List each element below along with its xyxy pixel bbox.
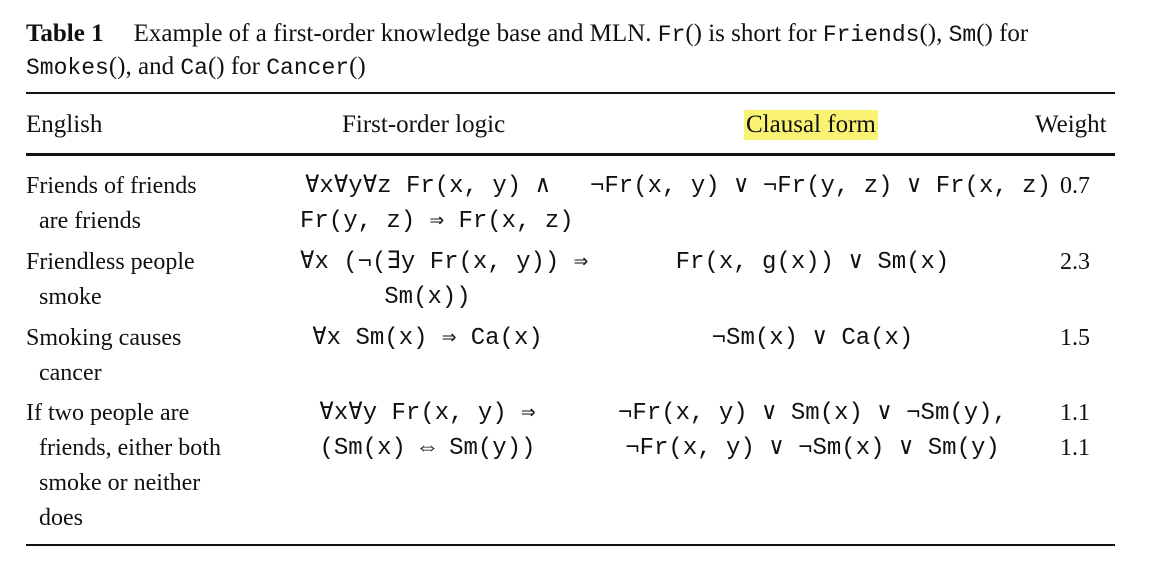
table-header-rule: [26, 153, 1115, 156]
caption-text: (), and: [108, 53, 181, 80]
cell-line: ∀x∀y Fr(x, y) ⇒: [319, 400, 536, 427]
table-row-weight: 2.3: [1035, 245, 1115, 280]
cell-line: smoke or neither: [39, 470, 201, 496]
table-row-english: Friendless people smoke: [26, 245, 286, 315]
caption-text: Example of a first-order knowledge base …: [133, 20, 658, 47]
cell-line: 1.1: [1060, 400, 1090, 426]
cell-line: 1.1: [1060, 435, 1090, 461]
caption-code: Ca: [180, 55, 208, 81]
table-row-english: Smoking causes cancer: [26, 321, 286, 391]
cell-line: Fr(x, g(x)) ∨ Sm(x): [675, 249, 950, 276]
table-row-english: If two people are friends, either both s…: [26, 396, 286, 536]
table-row-english: Friends of friends are friends: [26, 169, 286, 239]
table-label: Table 1: [26, 20, 104, 47]
cell-line: If two people are: [26, 400, 190, 426]
cell-line: (Sm(x) ⇔ Sm(y)): [319, 435, 536, 462]
caption-text: (): [349, 53, 366, 80]
table-row-clausal: ¬Sm(x) ∨ Ca(x): [590, 321, 1035, 356]
table-row-fol: ∀x∀y∀z Fr(x, y) ∧ Fr(y, z) ⇒ Fr(x, z): [300, 169, 574, 239]
cell-line: 1.5: [1060, 325, 1090, 351]
caption-text: (),: [919, 20, 949, 47]
cell-line: are friends: [39, 208, 141, 234]
table-bottom-rule: [26, 544, 1115, 546]
table-row-clausal: ¬Fr(x, y) ∨ ¬Fr(y, z) ∨ Fr(x, z): [590, 169, 1051, 204]
table-row-clausal: Fr(x, g(x)) ∨ Sm(x): [590, 245, 1035, 280]
table-row-fol: ∀x (¬(∃y Fr(x, y)) ⇒ Sm(x)): [300, 245, 589, 315]
cell-line: ∀x (¬(∃y Fr(x, y)) ⇒: [300, 249, 589, 276]
cell-line: ∀x∀y∀z Fr(x, y) ∧: [304, 173, 551, 200]
header-clausal-form: Clausal form: [744, 110, 878, 140]
table-row-weight: 1.1 1.1: [1035, 396, 1115, 466]
cell-line: Friends of friends: [26, 173, 197, 199]
table-row-fol: ∀x Sm(x) ⇒ Ca(x): [300, 321, 555, 356]
table-row-clausal: ¬Fr(x, y) ∨ Sm(x) ∨ ¬Sm(y), ¬Fr(x, y) ∨ …: [590, 396, 1035, 466]
caption-text: () for: [976, 20, 1029, 47]
table-caption: Table 1 Example of a first-order knowledg…: [26, 18, 1116, 84]
cell-line: 0.7: [1060, 173, 1090, 199]
cell-line: 2.3: [1060, 249, 1090, 275]
cell-line: Smoking causes: [26, 325, 182, 351]
caption-code: Fr: [657, 22, 686, 48]
table-top-rule: [26, 92, 1115, 94]
cell-line: ¬Fr(x, y) ∨ Sm(x) ∨ ¬Sm(y),: [618, 400, 1007, 427]
header-english: English: [26, 111, 103, 138]
cell-line: Friendless people: [26, 249, 195, 275]
caption-code: Smokes: [26, 55, 109, 81]
cell-line: smoke: [39, 284, 102, 310]
table-row-weight: 1.5: [1035, 321, 1115, 356]
cell-line: ¬Fr(x, y) ∨ ¬Fr(y, z) ∨ Fr(x, z): [590, 173, 1051, 200]
table-row-fol: ∀x∀y Fr(x, y) ⇒ (Sm(x) ⇔ Sm(y)): [300, 396, 555, 466]
table-row-weight: 0.7: [1035, 169, 1115, 204]
header-first-order-logic: First-order logic: [342, 111, 506, 138]
caption-code: Sm: [948, 22, 977, 48]
cell-line: ¬Fr(x, y) ∨ ¬Sm(x) ∨ Sm(y): [625, 435, 1000, 462]
caption-text: () for: [207, 53, 267, 80]
cell-line: does: [39, 505, 83, 531]
cell-line: friends, either both: [39, 435, 221, 461]
cell-line: cancer: [39, 360, 102, 386]
cell-line: ¬Sm(x) ∨ Ca(x): [711, 325, 914, 352]
caption-text: () is short for: [685, 20, 823, 47]
caption-code: Cancer: [266, 55, 350, 81]
caption-code: Friends: [822, 22, 920, 48]
header-weight: Weight: [1035, 111, 1107, 138]
cell-line: Fr(y, z) ⇒ Fr(x, z): [300, 208, 574, 235]
cell-line: Sm(x)): [384, 284, 471, 311]
cell-line: ∀x Sm(x) ⇒ Ca(x): [312, 325, 543, 352]
